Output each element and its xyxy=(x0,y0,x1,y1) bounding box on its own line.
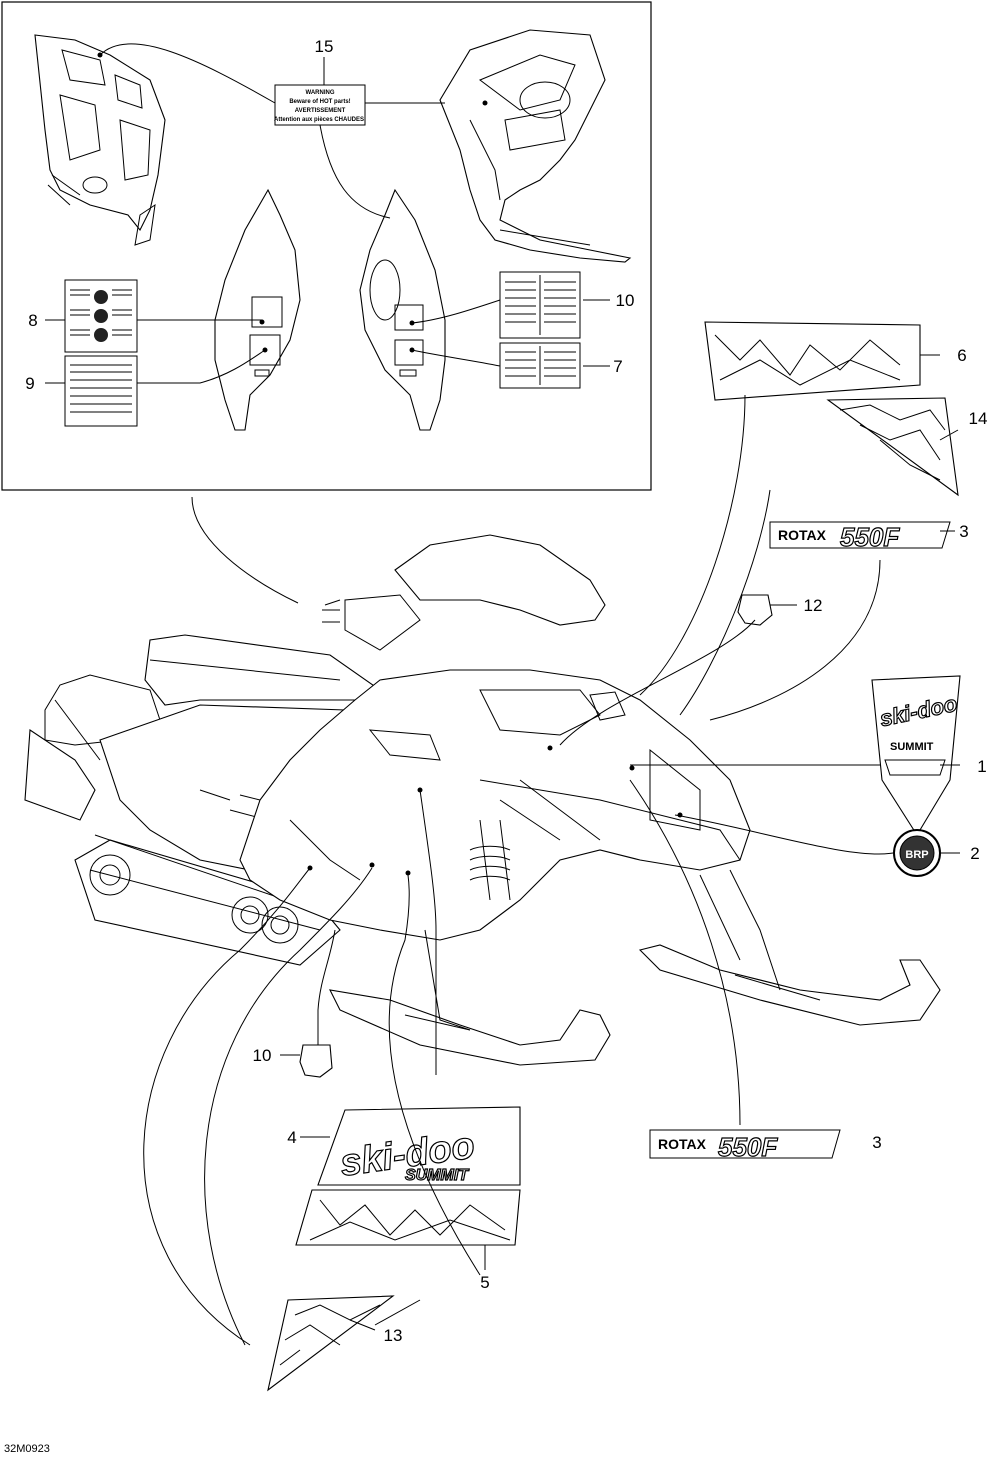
snowmobile-illustration xyxy=(24,534,941,1066)
rotax-word-top: ROTAX xyxy=(778,527,827,543)
warning-label-line3: AVERTISSEMENT xyxy=(295,108,346,114)
warning-label-line1: WARNING xyxy=(306,90,335,96)
inset-chassis-frame xyxy=(439,29,632,263)
callout-13: 13 xyxy=(384,1326,403,1345)
inset-right-side-panel xyxy=(359,188,446,431)
callout-7: 7 xyxy=(613,357,622,376)
warning-label-line4: Attention aux pièces CHAUDES! xyxy=(274,117,366,123)
label-10 xyxy=(499,271,581,339)
warning-label-15: WARNING Beware of HOT parts! AVERTISSEME… xyxy=(274,84,366,126)
callout-9: 9 xyxy=(25,374,34,393)
decal-14-triangle xyxy=(826,397,959,497)
inset-hood-panel xyxy=(34,34,166,246)
callout-8: 8 xyxy=(28,311,37,330)
callout-3b: 3 xyxy=(872,1133,881,1152)
rotax-model-bottom: 550F xyxy=(718,1132,778,1162)
decal-12-tag xyxy=(737,594,773,626)
summit-word-panel: SUMMIT xyxy=(405,1167,469,1184)
callout-12: 12 xyxy=(804,596,823,615)
label-8 xyxy=(64,279,138,353)
callout-11: 10 xyxy=(253,1046,272,1065)
callout-1: 1 xyxy=(977,757,986,776)
callout-14: 14 xyxy=(969,409,988,428)
warning-label-line2: Beware of HOT parts! xyxy=(289,99,350,105)
diagram-code: 32M0923 xyxy=(4,1443,50,1455)
decal-13-triangle xyxy=(267,1295,395,1392)
decal-5-stripe xyxy=(295,1189,521,1246)
label-9 xyxy=(64,355,138,427)
decal-6-stripe xyxy=(704,321,921,401)
inset-frame xyxy=(1,1,652,491)
decal-3b-rotax: ROTAX 550F xyxy=(649,1129,841,1163)
callout-4: 4 xyxy=(287,1128,296,1147)
label-7 xyxy=(499,342,581,389)
callout-6: 6 xyxy=(957,346,966,365)
rotax-word-bottom: ROTAX xyxy=(658,1136,707,1152)
callout-10: 10 xyxy=(616,291,635,310)
callout-15: 15 xyxy=(315,37,334,56)
rotax-model-top: 550F xyxy=(840,522,900,552)
decal-4-panel: ski-doo SUMMIT xyxy=(317,1106,521,1186)
decal-2-badge: BRP xyxy=(893,829,941,877)
callout-5: 5 xyxy=(480,1273,489,1292)
inset-left-side-panel xyxy=(214,188,301,431)
decal-1-shield: ski-doo SUMMIT xyxy=(871,675,961,837)
summit-word-shield: SUMMIT xyxy=(890,741,934,753)
decal-11-tag xyxy=(299,1044,333,1078)
decal-3a-rotax: ROTAX 550F xyxy=(769,521,951,553)
callout-3a: 3 xyxy=(959,522,968,541)
callout-2: 2 xyxy=(970,844,979,863)
brp-word: BRP xyxy=(905,849,928,861)
